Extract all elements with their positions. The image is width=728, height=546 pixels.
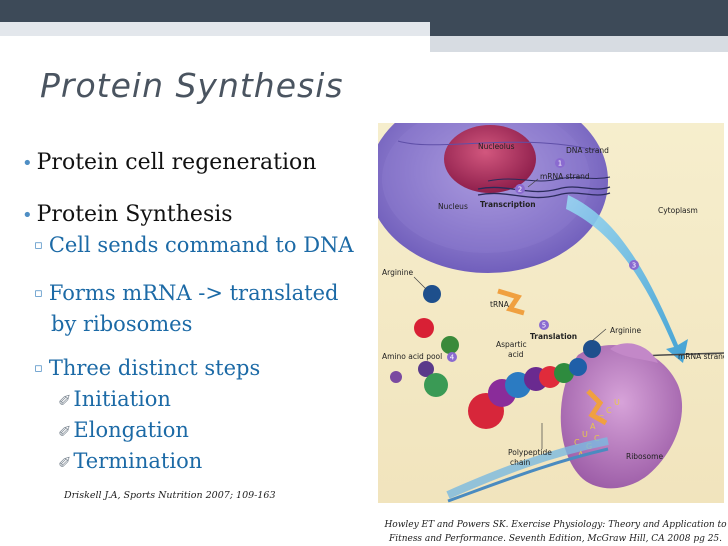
- svg-text:1: 1: [558, 160, 562, 168]
- label-mrna-strand-top: mRNA strand: [540, 172, 590, 181]
- arginine-bead: [423, 285, 441, 303]
- label-polypeptide: Polypeptide: [508, 448, 552, 457]
- svg-text:A: A: [590, 422, 596, 431]
- bullet-protein-cell-regeneration: •Protein cell regeneration: [22, 150, 316, 175]
- svg-text:3: 3: [632, 262, 636, 270]
- citation-driskell: Driskell J.A, Sports Nutrition 2007; 109…: [64, 490, 276, 501]
- label-nucleolus: Nucleolus: [478, 142, 515, 151]
- svg-text:U: U: [614, 398, 620, 407]
- label-arginine-right: Arginine: [610, 326, 642, 335]
- label-mrna-strand-right: mRNA strand: [678, 352, 724, 361]
- slide-title: Protein Synthesis: [40, 66, 344, 105]
- nucleolus-shape: [444, 125, 536, 193]
- label-ribosome: Ribosome: [626, 452, 663, 461]
- header-accent-light: [430, 36, 728, 52]
- step-termination: ✐Termination: [58, 449, 202, 473]
- label-aspartic: Aspartic: [496, 340, 527, 349]
- svg-text:U: U: [582, 430, 588, 439]
- sub-bullet-cell-command: ▫Cell sends command to DNA: [34, 230, 354, 261]
- label-amino-acid-pool: Amino acid pool: [382, 352, 442, 361]
- svg-text:2: 2: [518, 186, 522, 194]
- label-cytoplasm: Cytoplasm: [658, 206, 698, 215]
- sub-bullet-three-steps: ▫Three distinct steps: [34, 353, 260, 384]
- step-elongation: ✐Elongation: [58, 418, 189, 442]
- pencil-icon: ✐: [58, 422, 71, 441]
- citation-howley: Howley ET and Powers SK. Exercise Physio…: [383, 518, 728, 546]
- label-transcription: Transcription: [480, 200, 536, 209]
- svg-text:C: C: [606, 406, 612, 415]
- label-acid: acid: [508, 350, 524, 359]
- label-nucleus: Nucleus: [438, 202, 468, 211]
- bullet-protein-synthesis: •Protein Synthesis: [22, 202, 233, 227]
- label-chain: chain: [510, 458, 531, 467]
- svg-text:4: 4: [450, 354, 455, 362]
- pencil-icon: ✐: [58, 391, 71, 410]
- svg-text:5: 5: [542, 322, 546, 330]
- pencil-icon: ✐: [58, 453, 71, 472]
- label-arginine-left: Arginine: [382, 268, 414, 277]
- label-dna-strand: DNA strand: [566, 146, 609, 155]
- label-translation: Translation: [530, 332, 577, 341]
- label-trna: tRNA: [490, 300, 510, 309]
- step-initiation: ✐Initiation: [58, 387, 171, 411]
- header-bar: [0, 0, 728, 22]
